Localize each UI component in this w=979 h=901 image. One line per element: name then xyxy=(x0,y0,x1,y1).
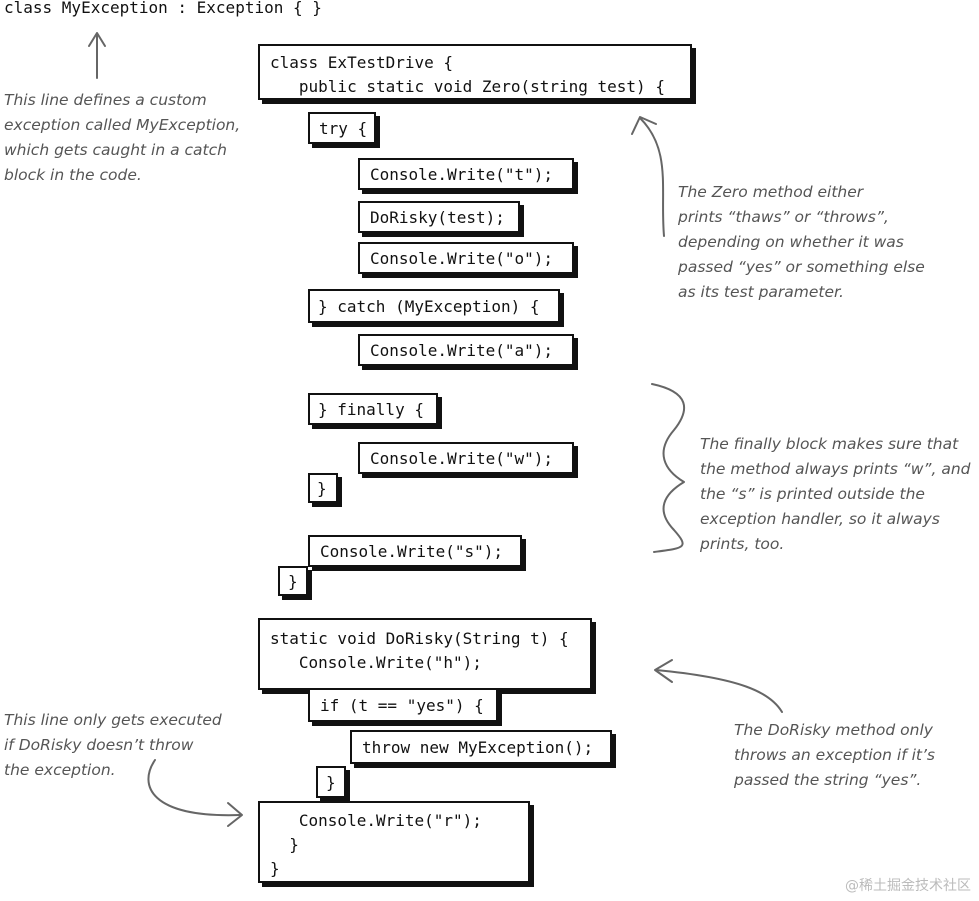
try-line: try { xyxy=(319,119,368,138)
catch-box: } catch (MyException) { xyxy=(308,289,560,323)
executed-annotation-line-3: the exception. xyxy=(4,761,116,779)
write-s-box: Console.Write("s"); xyxy=(308,535,522,567)
write-t-box: Console.Write("t"); xyxy=(358,158,574,190)
write-w-line: Console.Write("w"); xyxy=(370,449,554,468)
zero-method-annotation: The Zero method either prints “thaws” or… xyxy=(678,180,925,305)
write-a-line: Console.Write("a"); xyxy=(370,341,554,360)
dorisky-header-line-2: Console.Write("h"); xyxy=(270,653,482,672)
finally-line: } finally { xyxy=(318,400,424,419)
close-if-line: } xyxy=(326,773,336,792)
arrowhead-dorisky xyxy=(654,659,673,683)
executed-annotation-line-1: This line only gets executed xyxy=(4,711,222,729)
close-zero-box: } xyxy=(278,566,308,596)
finally-box: } finally { xyxy=(308,393,438,425)
arrowhead-myexception xyxy=(88,32,106,47)
write-t-line: Console.Write("t"); xyxy=(370,165,554,184)
catch-line: } catch (MyException) { xyxy=(318,297,540,316)
write-s-line: Console.Write("s"); xyxy=(320,542,504,561)
myexception-annotation-line-1: This line defines a custom xyxy=(4,91,207,109)
dorisky-call-box: DoRisky(test); xyxy=(358,201,520,233)
write-o-line: Console.Write("o"); xyxy=(370,249,554,268)
executed-annotation: This line only gets executed if DoRisky … xyxy=(4,708,222,783)
finally-brace xyxy=(651,383,686,553)
watermark: @稀土掘金技术社区 xyxy=(845,878,971,894)
myexception-annotation-line-3: which gets caught in a catch xyxy=(4,141,227,159)
final-code-box: Console.Write("r"); } } xyxy=(258,801,530,883)
myexception-declaration: class MyException : Exception { } xyxy=(4,0,322,17)
close-zero-line: } xyxy=(288,572,298,591)
throw-line: throw new MyException(); xyxy=(362,738,594,757)
finally-annotation-line-1: The finally block makes sure that xyxy=(700,435,959,453)
class-header-line-2: public static void Zero(string test) { xyxy=(270,77,665,96)
finally-annotation: The finally block makes sure that the me… xyxy=(700,432,970,557)
write-o-box: Console.Write("o"); xyxy=(358,242,574,274)
write-r-line: Console.Write("r"); xyxy=(270,811,482,830)
myexception-annotation: This line defines a custom exception cal… xyxy=(4,88,240,188)
close-if-box: } xyxy=(316,766,346,798)
finally-annotation-line-4: exception handler, so it always xyxy=(700,510,940,528)
myexception-annotation-line-2: exception called MyException, xyxy=(4,116,241,134)
throw-box: throw new MyException(); xyxy=(350,730,612,764)
finally-annotation-line-2: the method always prints “w”, and xyxy=(700,460,971,478)
dorisky-annotation-line-2: throws an exception if it’s xyxy=(734,746,935,764)
write-a-box: Console.Write("a"); xyxy=(358,334,574,366)
arrow-to-dorisky xyxy=(655,669,783,713)
arrow-to-write-r xyxy=(147,759,241,817)
if-box: if (t == "yes") { xyxy=(308,688,498,722)
zero-annotation-line-4: passed “yes” or something else xyxy=(678,258,925,276)
myexception-annotation-line-4: block in the code. xyxy=(4,166,142,184)
arrow-to-zero-method xyxy=(639,117,665,237)
executed-annotation-line-2: if DoRisky doesn’t throw xyxy=(4,736,194,754)
close-finally-line: } xyxy=(317,479,327,498)
dorisky-annotation-line-1: The DoRisky method only xyxy=(734,721,933,739)
close-class-line: } xyxy=(270,859,280,878)
finally-annotation-line-5: prints, too. xyxy=(700,535,785,553)
class-header-line-1: class ExTestDrive { xyxy=(270,53,454,72)
if-line: if (t == "yes") { xyxy=(320,696,484,715)
zero-annotation-line-3: depending on whether it was xyxy=(678,233,904,251)
zero-annotation-line-2: prints “thaws” or “throws”, xyxy=(678,208,889,226)
dorisky-call-line: DoRisky(test); xyxy=(370,208,505,227)
arrowhead-zero-method xyxy=(631,116,657,135)
dorisky-annotation-line-3: passed the string “yes”. xyxy=(734,771,922,789)
dorisky-header-line-1: static void DoRisky(String t) { xyxy=(270,629,569,648)
finally-annotation-line-3: the “s” is printed outside the xyxy=(700,485,925,503)
arrowhead-write-r xyxy=(227,802,243,827)
class-header-box: class ExTestDrive { public static void Z… xyxy=(258,44,692,100)
zero-annotation-line-5: as its test parameter. xyxy=(678,283,844,301)
close-dorisky-line: } xyxy=(270,835,299,854)
try-box: try { xyxy=(308,112,376,144)
close-finally-box: } xyxy=(308,473,338,503)
write-w-box: Console.Write("w"); xyxy=(358,442,574,474)
zero-annotation-line-1: The Zero method either xyxy=(678,183,864,201)
dorisky-annotation: The DoRisky method only throws an except… xyxy=(734,718,935,793)
dorisky-header-box: static void DoRisky(String t) { Console.… xyxy=(258,618,592,690)
